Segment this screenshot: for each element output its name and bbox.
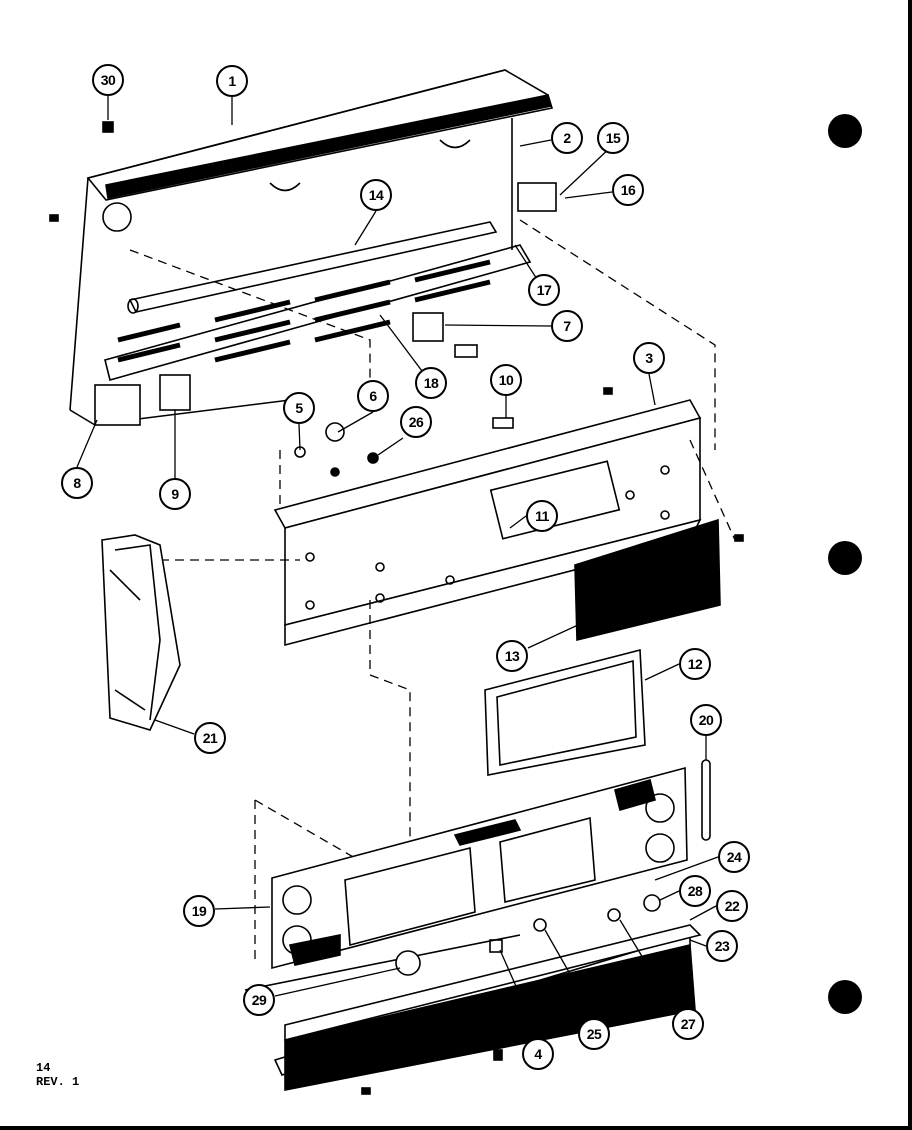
callout-26: 26 bbox=[400, 406, 432, 438]
callout-28: 28 bbox=[679, 875, 711, 907]
callout-14: 14 bbox=[360, 179, 392, 211]
binder-hole-middle bbox=[828, 541, 862, 575]
revision-label: REV. 1 bbox=[36, 1075, 80, 1089]
lamp-bracket-panel bbox=[104, 244, 532, 421]
callout-7: 7 bbox=[551, 310, 583, 342]
binder-hole-bottom bbox=[828, 980, 862, 1014]
callout-20: 20 bbox=[690, 704, 722, 736]
callout-25: 25 bbox=[578, 1018, 610, 1050]
callout-22: 22 bbox=[716, 890, 748, 922]
top-cover-part bbox=[69, 69, 554, 426]
callout-17: 17 bbox=[528, 274, 560, 306]
bezel-part bbox=[244, 924, 702, 1091]
side-trim-part bbox=[101, 534, 181, 731]
lens-frame-part bbox=[484, 648, 646, 776]
callout-18: 18 bbox=[415, 367, 447, 399]
callout-1: 1 bbox=[216, 65, 248, 97]
callout-9: 9 bbox=[159, 478, 191, 510]
callout-23: 23 bbox=[706, 930, 738, 962]
callout-3: 3 bbox=[633, 342, 665, 374]
callout-5: 5 bbox=[283, 392, 315, 424]
page-number: 14 bbox=[36, 1061, 51, 1075]
callout-6: 6 bbox=[357, 380, 389, 412]
callout-8: 8 bbox=[61, 467, 93, 499]
callout-2: 2 bbox=[551, 122, 583, 154]
callout-13: 13 bbox=[496, 640, 528, 672]
callout-27: 27 bbox=[672, 1008, 704, 1040]
face-plate-part bbox=[271, 766, 688, 970]
callout-29: 29 bbox=[243, 984, 275, 1016]
callout-12: 12 bbox=[679, 648, 711, 680]
binder-hole-top bbox=[828, 114, 862, 148]
callout-16: 16 bbox=[612, 174, 644, 206]
callout-11: 11 bbox=[526, 500, 558, 532]
control-panel-part bbox=[273, 399, 702, 647]
callout-19: 19 bbox=[183, 895, 215, 927]
callout-15: 15 bbox=[597, 122, 629, 154]
callout-30: 30 bbox=[92, 64, 124, 96]
lamp-tube-part bbox=[127, 221, 498, 314]
callout-24: 24 bbox=[718, 841, 750, 873]
callout-10: 10 bbox=[490, 364, 522, 396]
callout-4: 4 bbox=[522, 1038, 554, 1070]
callout-21: 21 bbox=[194, 722, 226, 754]
